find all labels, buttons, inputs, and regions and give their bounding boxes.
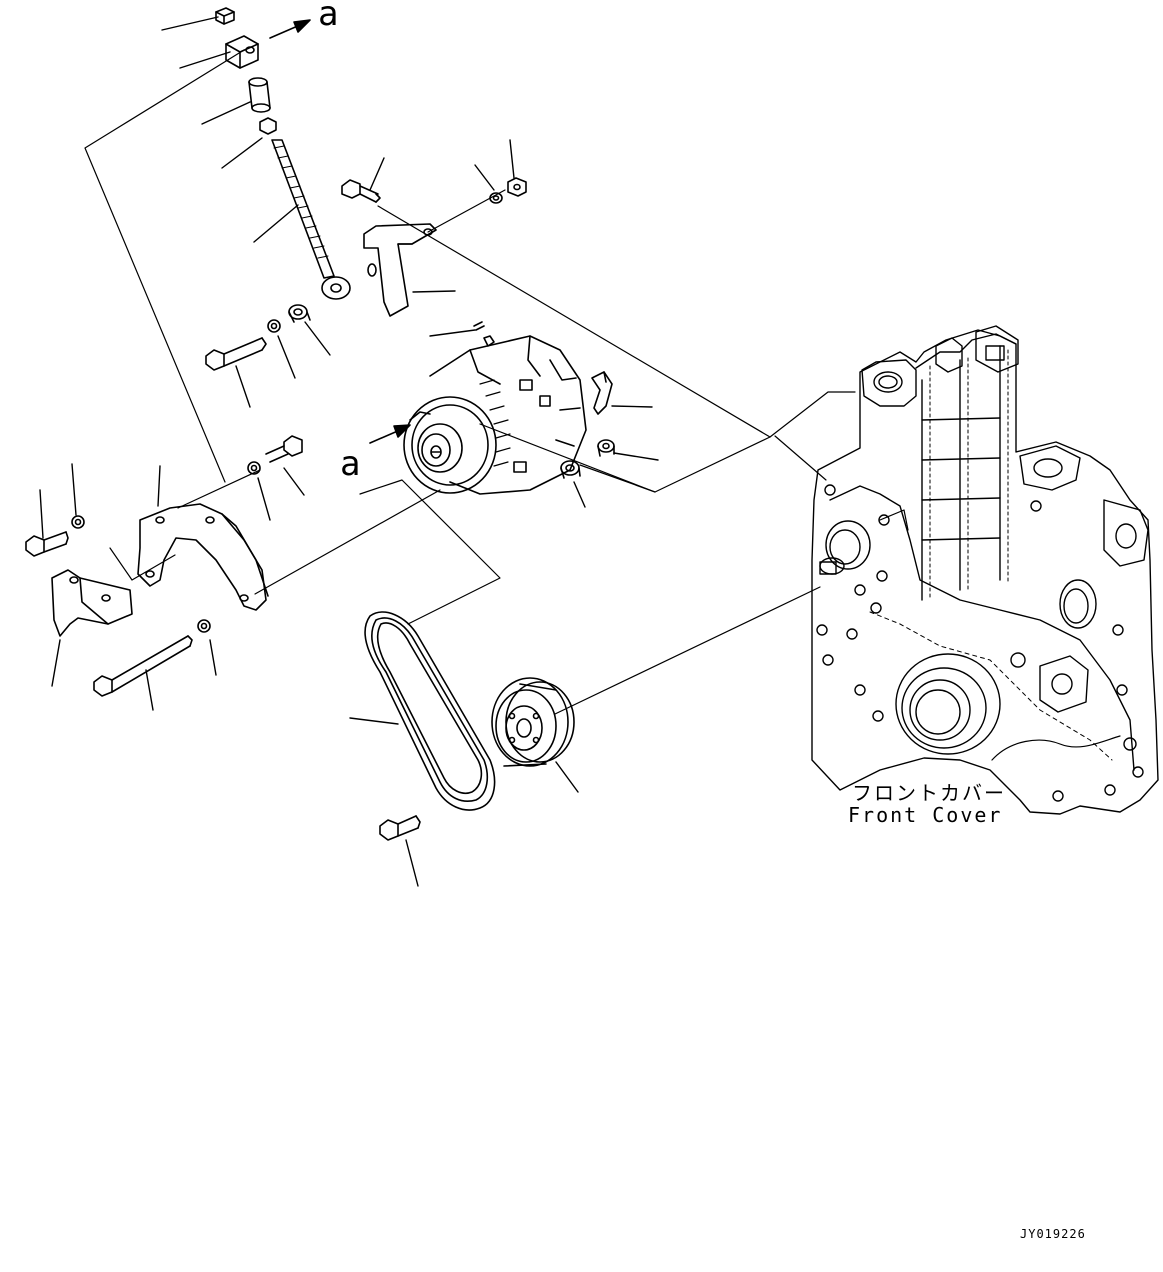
adjust-block (225, 35, 259, 69)
nut-top (215, 7, 235, 25)
l-bracket (363, 223, 437, 317)
washer-nut-top (489, 177, 527, 204)
pulley-bolt (379, 815, 421, 841)
clip-bracket (591, 371, 613, 415)
washer-mid (267, 319, 281, 333)
crank-pulley (491, 677, 575, 767)
collar-mid (288, 304, 311, 323)
rod-nut (259, 117, 277, 135)
arrow-top (269, 19, 311, 39)
bolt-mid (265, 435, 303, 463)
connection-lines (84, 49, 856, 715)
reference-mark-a-middle: a (340, 444, 361, 484)
front-cover-label-english: Front Cover (848, 803, 1003, 827)
washer-lower (197, 619, 211, 633)
front-cover-label-japanese: フロントカバー (852, 781, 1006, 805)
long-bolt-lower (93, 635, 193, 697)
long-bolt-upper (205, 337, 267, 371)
mounting-plate (137, 503, 269, 611)
washer-mid-2 (247, 461, 261, 475)
alternator (403, 335, 587, 495)
reference-mark-a-top: a (318, 0, 339, 34)
small-screw (473, 321, 495, 347)
v-belt (364, 611, 496, 811)
collar-right-2 (560, 460, 581, 479)
front-cover (811, 325, 1159, 815)
sleeve (248, 77, 271, 113)
adjust-rod (271, 139, 351, 300)
bolt-left (25, 531, 69, 557)
washer-left (71, 515, 85, 529)
leader-lines (39, 16, 659, 887)
guard-bracket (51, 569, 133, 637)
collar-right-1 (597, 439, 615, 457)
drawing-code: JY019226 (1020, 1227, 1086, 1241)
bolt-bracket (341, 179, 381, 203)
